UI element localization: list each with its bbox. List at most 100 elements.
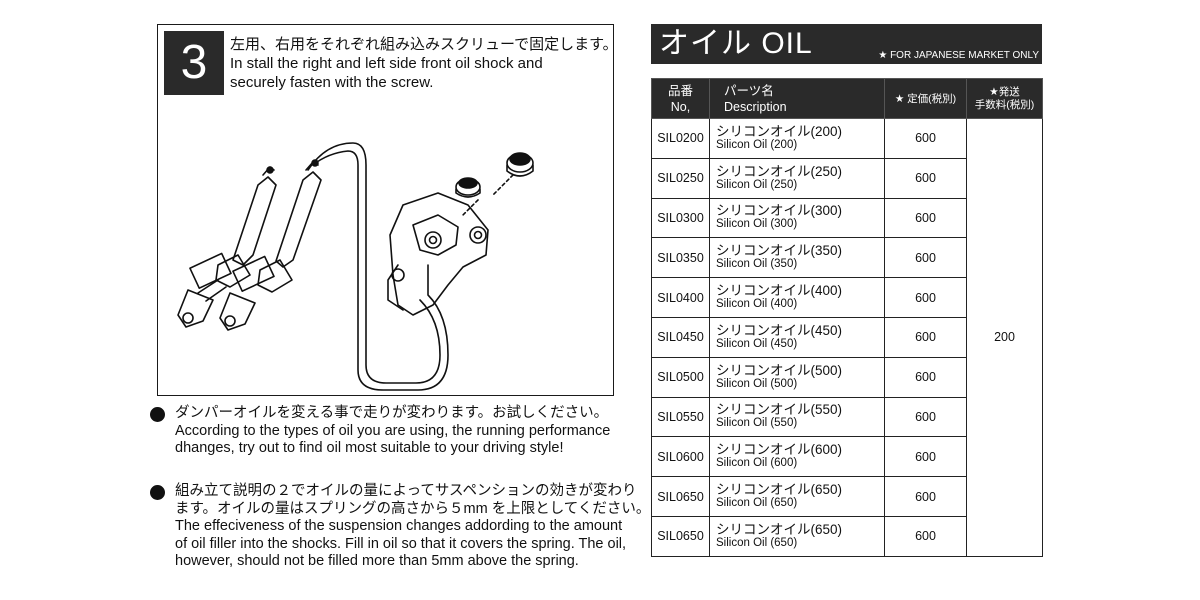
header-desc-jp: パーツ名 <box>724 83 774 98</box>
header-ship-1: ★発送 <box>989 85 1020 98</box>
part-description: シリコンオイル(200) Silicon Oil (200) <box>709 118 885 159</box>
part-code: SIL0450 <box>651 316 710 358</box>
part-name-jp: シリコンオイル(400) <box>716 283 843 299</box>
step-number: 3 <box>164 31 224 95</box>
part-name-jp: シリコンオイル(650) <box>716 521 843 537</box>
step-instructions: 左用、右用をそれぞれ組み込みスクリューで固定します。 In stall the … <box>230 35 618 92</box>
note-line: dhanges, try out to find oil most suitab… <box>175 440 564 456</box>
part-code: SIL0550 <box>651 396 710 438</box>
table-row: SIL0650 シリコンオイル(650) Silicon Oil (650) 6… <box>651 515 1043 557</box>
part-price: 600 <box>884 396 967 438</box>
part-name-en: Silicon Oil (350) <box>716 258 798 271</box>
table-row: SIL0400 シリコンオイル(400) Silicon Oil (400) 6… <box>651 277 1043 318</box>
part-description: シリコンオイル(350) Silicon Oil (350) <box>709 237 885 279</box>
part-price: 600 <box>884 277 967 318</box>
part-name-jp: シリコンオイル(500) <box>716 362 843 378</box>
right-shock-drawing <box>219 159 322 331</box>
part-code: SIL0650 <box>651 476 710 517</box>
mount-bracket-drawing <box>387 192 489 316</box>
header-ship-2: 手数料 <box>974 98 1007 111</box>
note-line: 組み立て説明の２でオイルの量によってサスペンションの効きが変わり <box>175 483 637 499</box>
note-line: ダンパーオイルを変える事で走りが変わります。お試しください。 <box>175 405 609 421</box>
step-text-en-2: securely fasten with the screw. <box>230 74 434 91</box>
part-code: SIL0200 <box>651 118 710 159</box>
part-name-en: Silicon Oil (200) <box>716 138 798 151</box>
oil-section-header: オイル OIL ★ FOR JAPANESE MARKET ONLY <box>651 24 1042 64</box>
table-row: SIL0450 シリコンオイル(450) Silicon Oil (450) 6… <box>651 316 1043 358</box>
part-code: SIL0250 <box>651 157 710 199</box>
part-price: 600 <box>884 515 967 557</box>
part-name-en: Silicon Oil (400) <box>716 298 798 311</box>
part-description: シリコンオイル(650) Silicon Oil (650) <box>709 476 885 517</box>
part-description: シリコンオイル(500) Silicon Oil (500) <box>709 356 885 398</box>
header-description: パーツ名 Description <box>709 78 885 119</box>
part-price: 600 <box>884 356 967 398</box>
step-3-box: 3 左用、右用をそれぞれ組み込みスクリューで固定します。 In stall th… <box>157 24 618 396</box>
left-shock-drawing <box>177 166 277 328</box>
header-code-en: No, <box>670 99 691 114</box>
bullet-icon <box>150 485 165 500</box>
note-oil-amount: 組み立て説明の２でオイルの量によってサスペンションの効きが変わり ます。オイルの… <box>150 483 651 571</box>
part-name-jp: シリコンオイル(650) <box>716 482 843 498</box>
part-code: SIL0600 <box>651 436 710 478</box>
part-price: 600 <box>884 118 967 159</box>
table-row: SIL0350 シリコンオイル(350) Silicon Oil (350) 6… <box>651 237 1043 279</box>
part-name-en: Silicon Oil (550) <box>716 417 798 430</box>
part-price: 600 <box>884 197 967 239</box>
note-line: The effeciveness of the suspension chang… <box>175 518 623 534</box>
part-name-en: Silicon Oil (500) <box>716 377 798 390</box>
table-row: SIL0250 シリコンオイル(250) Silicon Oil (250) 6… <box>651 157 1043 199</box>
step-text-en-1: In stall the right and left side front o… <box>230 55 543 72</box>
part-description: シリコンオイル(650) Silicon Oil (650) <box>709 515 885 557</box>
part-price: 600 <box>884 237 967 279</box>
header-shipping: ★発送 手数料(税別) <box>966 78 1043 119</box>
step-text-jp: 左用、右用をそれぞれ組み込みスクリューで固定します。 <box>230 36 618 53</box>
oil-title: オイル OIL <box>659 27 813 60</box>
part-name-jp: シリコンオイル(250) <box>716 163 843 179</box>
table-row: SIL0200 シリコンオイル(200) Silicon Oil (200) 6… <box>651 118 1043 557</box>
part-name-jp: シリコンオイル(200) <box>716 123 843 139</box>
note-line: According to the types of oil you are us… <box>175 422 611 439</box>
part-name-en: Silicon Oil (250) <box>716 178 798 191</box>
part-description: シリコンオイル(400) Silicon Oil (400) <box>709 277 885 318</box>
part-description: シリコンオイル(450) Silicon Oil (450) <box>709 316 885 358</box>
header-code-jp: 品番 <box>667 83 693 98</box>
part-code: SIL0300 <box>651 197 710 239</box>
part-name-jp: シリコンオイル(450) <box>716 322 843 338</box>
note-oil-types: ダンパーオイルを変える事で走りが変わります。お試しください。 According… <box>150 405 640 458</box>
header-code: 品番 No, <box>651 78 710 119</box>
oil-seal-caps-drawing <box>455 152 534 216</box>
shipping-fee: 200 <box>966 118 1043 557</box>
note-line: however, should not be filled more than … <box>175 553 579 569</box>
part-price: 600 <box>884 436 967 478</box>
part-description: シリコンオイル(600) Silicon Oil (600) <box>709 436 885 478</box>
part-name-jp: シリコンオイル(350) <box>716 243 843 259</box>
part-name-en: Silicon Oil (650) <box>716 536 798 549</box>
part-name-en: Silicon Oil (650) <box>716 497 798 510</box>
table-row: SIL0600 シリコンオイル(600) Silicon Oil (600) 6… <box>651 436 1043 478</box>
part-name-jp: シリコンオイル(600) <box>716 442 843 458</box>
part-code: SIL0350 <box>651 237 710 279</box>
note-line: of oil filler into the shocks. Fill in o… <box>175 535 627 552</box>
part-code: SIL0500 <box>651 356 710 398</box>
part-description: シリコンオイル(550) Silicon Oil (550) <box>709 396 885 438</box>
part-code: SIL0650 <box>651 515 710 557</box>
part-name-en: Silicon Oil (300) <box>716 218 798 231</box>
part-name-en: Silicon Oil (450) <box>716 337 798 350</box>
part-description: シリコンオイル(300) Silicon Oil (300) <box>709 197 885 239</box>
part-name-en: Silicon Oil (600) <box>716 457 798 470</box>
part-name-jp: シリコンオイル(550) <box>716 402 843 418</box>
table-row: SIL0500 シリコンオイル(500) Silicon Oil (500) 6… <box>651 356 1043 398</box>
table-row: SIL0550 シリコンオイル(550) Silicon Oil (550) 6… <box>651 396 1043 438</box>
table-header-row: 品番 No, パーツ名 Description ★ 定価(税別) ★発送 手数料… <box>651 78 1043 119</box>
part-price: 600 <box>884 316 967 358</box>
table-row: SIL0300 シリコンオイル(300) Silicon Oil (300) 6… <box>651 197 1043 239</box>
header-desc-en: Description <box>724 99 787 114</box>
part-price: 600 <box>884 157 967 199</box>
bullet-icon <box>150 407 165 422</box>
part-name-jp: シリコンオイル(300) <box>716 203 843 219</box>
header-ship-3: (税別) <box>1006 98 1035 111</box>
header-price: ★ 定価(税別) <box>884 78 967 119</box>
note-line: ます。オイルの量はスプリングの高さから５mm を上限としてください。 <box>175 500 651 517</box>
oil-parts-table: 品番 No, パーツ名 Description ★ 定価(税別) ★発送 手数料… <box>651 78 1043 557</box>
